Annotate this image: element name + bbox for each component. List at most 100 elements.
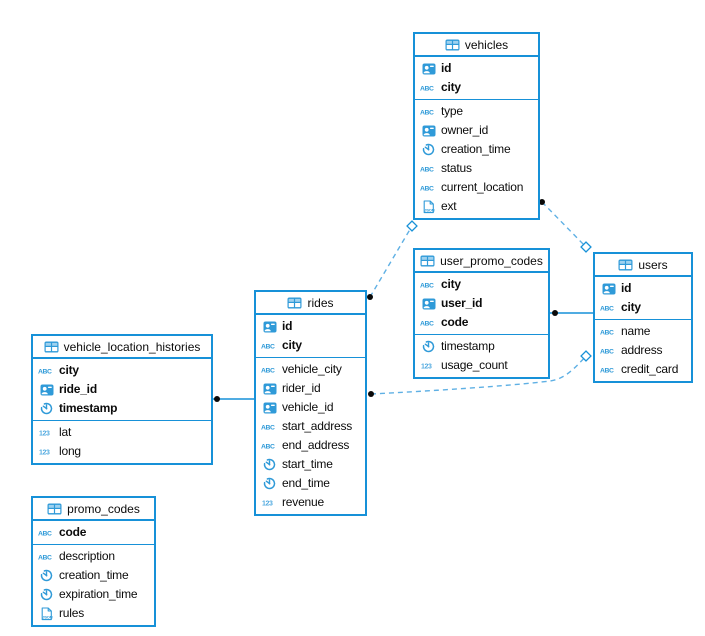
column-row-end_time[interactable]: end_time (256, 474, 365, 493)
relation-rides-vehicles[interactable] (367, 220, 418, 300)
table-title: vehicle_location_histories (63, 339, 201, 354)
column-name: type (441, 104, 463, 118)
column-row-user_id[interactable]: user_id (415, 294, 548, 313)
text-type-icon: ABC (420, 164, 437, 173)
timestamp-type-icon (420, 143, 437, 156)
column-row-name[interactable]: ABC name (595, 322, 691, 341)
svg-text:ABC: ABC (420, 86, 434, 92)
column-row-vehicle_id[interactable]: vehicle_id (256, 398, 365, 417)
text-type-icon: ABC (38, 528, 55, 537)
column-row-creation_time[interactable]: creation_time (415, 140, 538, 159)
column-row-city[interactable]: ABC city (415, 78, 538, 97)
column-name: vehicle_id (282, 400, 334, 414)
column-row-timestamp[interactable]: timestamp (415, 337, 548, 356)
svg-text:ABC: ABC (600, 368, 614, 374)
relation-rides-users[interactable] (368, 350, 592, 397)
text-type-icon: ABC (600, 365, 617, 374)
id-badge-icon (420, 298, 437, 310)
column-row-owner_id[interactable]: owner_id (415, 121, 538, 140)
id-badge-icon (38, 384, 55, 396)
table-header[interactable]: users (595, 254, 691, 277)
column-row-rider_id[interactable]: rider_id (256, 379, 365, 398)
relation-vehicles-users[interactable] (539, 199, 592, 253)
table-icon (47, 503, 62, 515)
column-name: rules (59, 606, 85, 620)
column-name: code (59, 525, 87, 539)
timestamp-type-icon (38, 402, 55, 415)
column-row-ride_id[interactable]: ride_id (33, 380, 211, 399)
table-header[interactable]: rides (256, 292, 365, 315)
column-name: city (441, 80, 461, 94)
column-row-code[interactable]: ABC code (33, 523, 154, 542)
svg-text:ABC: ABC (261, 444, 275, 450)
column-row-timestamp[interactable]: timestamp (33, 399, 211, 418)
column-row-start_time[interactable]: start_time (256, 455, 365, 474)
column-name: address (621, 343, 663, 357)
svg-text:JSON: JSON (42, 614, 52, 619)
table-title: users (638, 257, 668, 272)
table-header[interactable]: user_promo_codes (415, 250, 548, 273)
number-type-icon: 123 (261, 498, 278, 507)
text-type-icon: ABC (600, 327, 617, 336)
column-name: city (282, 338, 302, 352)
column-name: end_time (282, 476, 330, 490)
column-name: ext (441, 199, 457, 213)
column-row-id[interactable]: id (595, 279, 691, 298)
svg-text:ABC: ABC (420, 167, 434, 173)
column-name: timestamp (441, 339, 495, 353)
id-badge-icon (261, 402, 278, 414)
id-badge-icon (420, 125, 437, 137)
column-row-city[interactable]: ABC city (415, 275, 548, 294)
column-name: name (621, 324, 651, 338)
svg-text:ABC: ABC (38, 531, 52, 537)
text-type-icon: ABC (261, 441, 278, 450)
table-header[interactable]: vehicle_location_histories (33, 336, 211, 359)
text-type-icon: ABC (420, 280, 437, 289)
column-row-id[interactable]: id (415, 59, 538, 78)
column-name: owner_id (441, 123, 489, 137)
svg-text:ABC: ABC (261, 344, 275, 350)
text-type-icon: ABC (38, 552, 55, 561)
column-row-creation_time[interactable]: creation_time (33, 566, 154, 585)
id-badge-icon (261, 321, 278, 333)
column-name: code (441, 315, 469, 329)
column-name: city (441, 277, 461, 291)
relation-vehicle-location-histories-rides[interactable] (213, 396, 254, 402)
column-row-expiration_time[interactable]: expiration_time (33, 585, 154, 604)
table-header[interactable]: promo_codes (33, 498, 154, 521)
column-name: id (441, 61, 452, 75)
column-row-id[interactable]: id (256, 317, 365, 336)
column-row-rules[interactable]: JSON rules (33, 604, 154, 623)
table-icon (445, 39, 460, 51)
column-row-city[interactable]: ABC city (256, 336, 365, 355)
column-name: vehicle_city (282, 362, 342, 376)
table-header[interactable]: vehicles (415, 34, 538, 57)
relation-user-promo-codes-users[interactable] (550, 310, 593, 316)
